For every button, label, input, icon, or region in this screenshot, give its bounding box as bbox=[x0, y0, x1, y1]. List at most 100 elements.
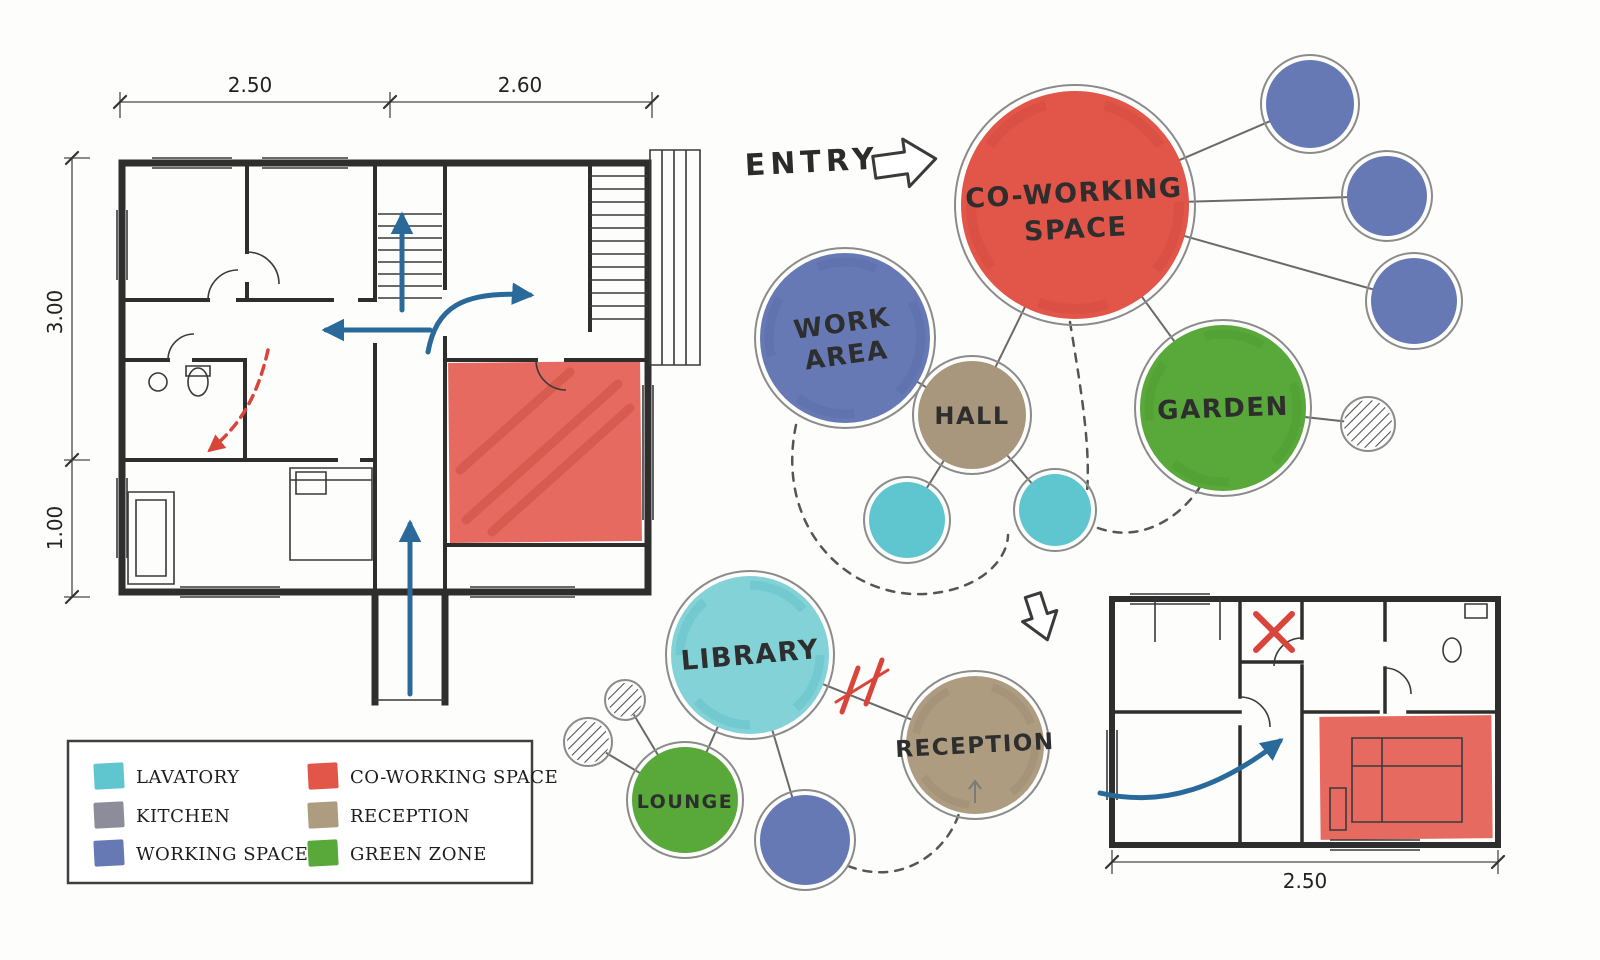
dim-left-upper: 3.00 bbox=[43, 290, 67, 335]
bubble-outline bbox=[900, 670, 1050, 820]
main-plan-dimensions: 2.50 2.60 3.00 1.00 bbox=[43, 73, 660, 605]
coworking-room-sketch-strokes bbox=[455, 367, 635, 537]
bubble-fill bbox=[1371, 258, 1457, 344]
bubble-fill bbox=[1266, 60, 1354, 148]
bubble-hatch bbox=[567, 721, 609, 763]
legend-swatch-coworking-space bbox=[307, 762, 339, 790]
bubble-working-space-3 bbox=[1365, 252, 1463, 350]
bubble-work-area: WORK AREA bbox=[754, 247, 936, 429]
legend-swatch-working-space bbox=[93, 839, 125, 867]
bubble-fill bbox=[760, 795, 850, 885]
bubble-outline bbox=[1365, 252, 1463, 350]
bubble-texture bbox=[1144, 329, 1302, 487]
legend-swatch-green-zone bbox=[307, 839, 339, 867]
bubble-fill bbox=[961, 91, 1189, 319]
blocked-room-x-mark bbox=[1253, 611, 1295, 653]
bubble-label: GARDEN bbox=[1157, 392, 1290, 427]
legend-swatch-reception bbox=[307, 801, 339, 829]
hatched-circle-lounge-side-2 bbox=[563, 717, 613, 767]
bubble-fill bbox=[671, 576, 829, 734]
flow-down-arrow-icon bbox=[1021, 591, 1059, 642]
bubble-reception: RECEPTION bbox=[895, 670, 1055, 820]
legend-label-kitchen: KITCHEN bbox=[136, 806, 230, 827]
bubble-texture bbox=[764, 257, 926, 419]
legend-label-lavatory: LAVATORY bbox=[136, 767, 240, 788]
interior-walls bbox=[1110, 597, 1500, 847]
legend-box bbox=[66, 739, 534, 885]
bubble-fill bbox=[1140, 325, 1306, 491]
bubble-outline bbox=[754, 789, 856, 891]
blocked-link-strike bbox=[839, 657, 885, 715]
hatched-circle-garden-side bbox=[1340, 396, 1396, 452]
toilet-fixture bbox=[1442, 637, 1462, 663]
dim-left-lower: 1.00 bbox=[43, 506, 67, 551]
bubble-fill bbox=[632, 747, 738, 853]
bubble-lavatory-1 bbox=[863, 476, 951, 564]
dim-top-right: 2.60 bbox=[498, 73, 543, 97]
bubble-diagram: ENTRY CO-WORKING SPACE WO bbox=[563, 54, 1463, 891]
entry-label: ENTRY bbox=[744, 142, 880, 184]
bubble-fill bbox=[906, 676, 1044, 814]
circulation-arrow-curved-right bbox=[425, 282, 535, 355]
bubble-fill bbox=[869, 482, 945, 558]
entry-arrow-icon bbox=[871, 137, 938, 189]
bubble-hall: HALL bbox=[912, 355, 1032, 475]
bubble-label: LOUNGE bbox=[637, 791, 734, 813]
main-floor-plan: 2.50 2.60 3.00 1.00 bbox=[43, 73, 701, 706]
coworking-room-highlight bbox=[448, 360, 642, 544]
entry-circulation-arrow bbox=[1097, 738, 1284, 801]
reception-mini-arrow bbox=[968, 779, 982, 803]
bubble-lavatory-2 bbox=[1013, 468, 1097, 552]
bubble-label-line2: SPACE bbox=[1023, 211, 1128, 247]
bubble-outline bbox=[754, 247, 936, 429]
restricted-path-arrow bbox=[207, 348, 270, 453]
bubble-garden: GARDEN bbox=[1134, 319, 1312, 497]
bubble-outline bbox=[1340, 396, 1396, 452]
exterior-walls bbox=[118, 159, 652, 706]
bubble-fill bbox=[1019, 474, 1091, 546]
legend: LAVATORY KITCHEN WORKING SPACE CO-WORKIN… bbox=[66, 739, 558, 885]
toilet-fixture bbox=[187, 367, 209, 397]
bubble-working-space-2 bbox=[1341, 150, 1433, 242]
bubble-hatch bbox=[1344, 400, 1392, 448]
legend-label-reception: RECEPTION bbox=[350, 806, 470, 827]
small-plan-dimensions: 2.50 bbox=[1104, 850, 1506, 893]
dim-bottom: 2.50 bbox=[1283, 869, 1328, 893]
bubble-outline bbox=[626, 741, 744, 859]
bubble-texture bbox=[675, 580, 825, 730]
dimension-lines bbox=[64, 92, 653, 598]
bubble-outline bbox=[1341, 150, 1433, 242]
sink-fixture bbox=[148, 372, 168, 392]
bubble-outline bbox=[954, 84, 1196, 326]
legend-label-working-space: WORKING SPACE bbox=[136, 844, 308, 865]
bubble-coworking-space: CO-WORKING SPACE bbox=[954, 84, 1196, 326]
bubble-outline bbox=[863, 476, 951, 564]
legend-swatch-lavatory bbox=[93, 762, 125, 790]
blocked-link-crossline bbox=[834, 668, 890, 704]
bubble-texture bbox=[966, 96, 1184, 314]
bubble-outline bbox=[563, 717, 613, 767]
bubble-outline bbox=[1260, 54, 1360, 154]
small-floor-plan: 2.50 bbox=[1097, 593, 1506, 893]
bubble-label: HALL bbox=[934, 402, 1009, 430]
coworking-room-highlight-small bbox=[1319, 715, 1493, 840]
bubble-outline bbox=[1134, 319, 1312, 497]
bubble-outline bbox=[1013, 468, 1097, 552]
bubble-outline bbox=[604, 679, 646, 721]
bubble-working-space-small bbox=[754, 789, 856, 891]
dim-top-left: 2.50 bbox=[228, 73, 273, 97]
dashed-relations bbox=[790, 320, 1209, 874]
dimension-ticks bbox=[64, 94, 660, 605]
legend-label-coworking-space: CO-WORKING SPACE bbox=[350, 767, 558, 788]
bubble-working-space-1 bbox=[1260, 54, 1360, 154]
bubble-fill bbox=[760, 253, 930, 423]
bubble-hatch bbox=[608, 683, 642, 717]
bubble-library: LIBRARY bbox=[665, 570, 835, 740]
bubble-fill bbox=[1347, 156, 1427, 236]
dimension-ticks bbox=[1104, 854, 1506, 870]
bubble-texture bbox=[911, 681, 1039, 809]
exterior-walls bbox=[1109, 596, 1501, 848]
bubble-outline bbox=[912, 355, 1032, 475]
